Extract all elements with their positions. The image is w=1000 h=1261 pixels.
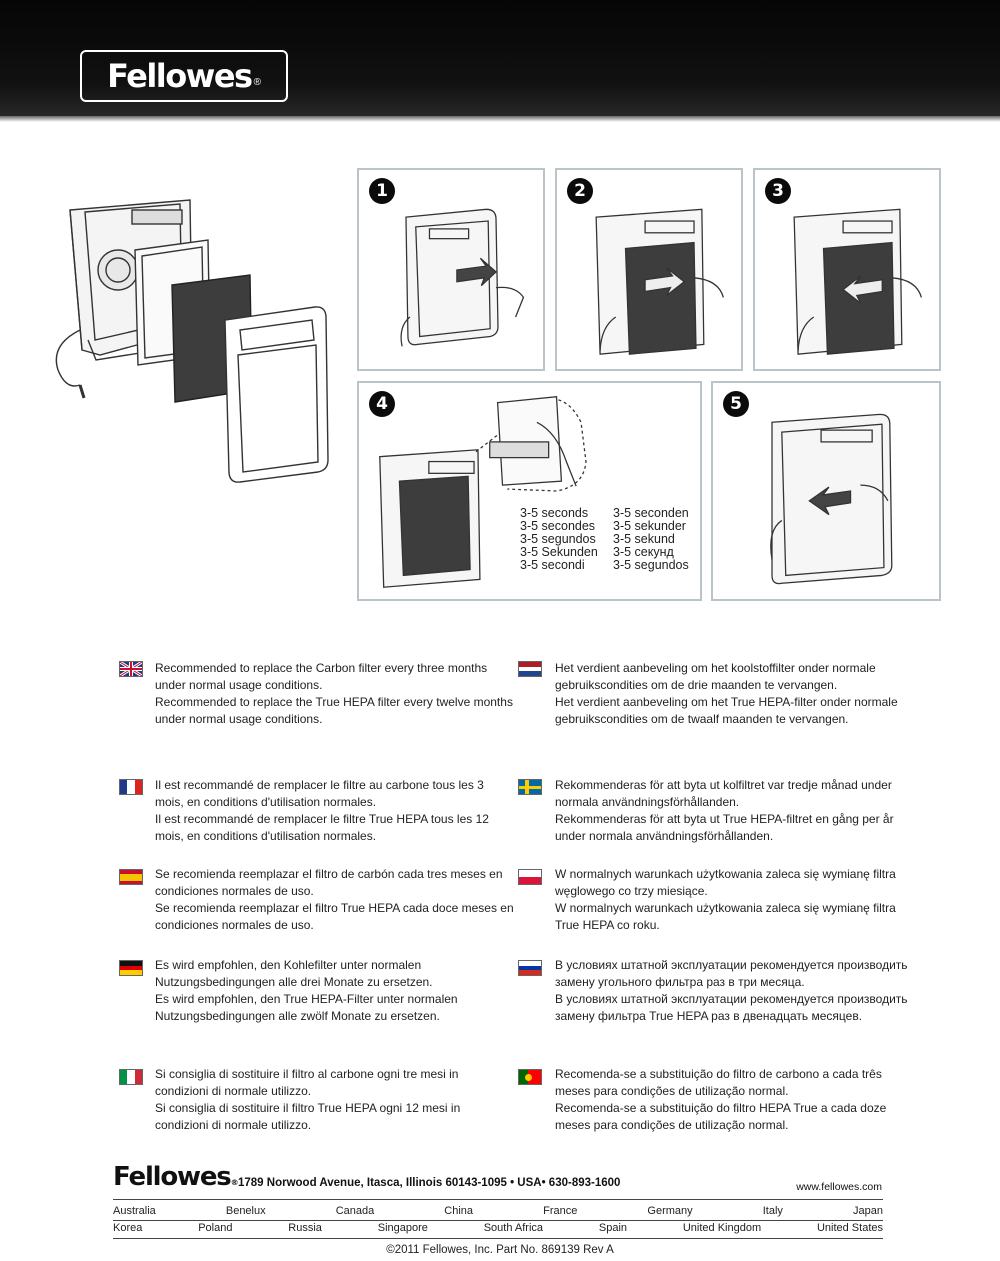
note-text: В условиях штатной эксплуатации рекоменд…	[555, 958, 908, 989]
note-text: Se recomienda reemplazar el filtro de ca…	[155, 867, 503, 898]
note-text: Recomenda-se a substituição do filtro de…	[555, 1067, 882, 1098]
note-text: W normalnych warunkach użytkowania zalec…	[555, 867, 896, 898]
note-italian: Si consiglia di sostituire il filtro al …	[155, 1066, 515, 1134]
step-3-illustration	[793, 208, 922, 355]
footer-logo-registered-mark: ®	[230, 1178, 239, 1187]
duration-item: 3-5 sekunder	[613, 519, 686, 533]
italy-flag-icon	[119, 1069, 143, 1085]
duration-item: 3-5 seconds	[520, 506, 589, 520]
footer-address: 1789 Norwood Avenue, Itasca, Illinois 60…	[238, 1177, 621, 1189]
logo-registered-mark: ®	[253, 76, 261, 88]
sweden-flag-icon	[518, 779, 542, 795]
country-name: Canada	[335, 1205, 375, 1217]
note-text: Recomenda-se a substituição do filtro HE…	[555, 1101, 887, 1132]
portugal-flag-icon	[518, 1069, 542, 1085]
spain-flag-icon	[119, 869, 143, 885]
russia-flag-icon	[518, 960, 542, 976]
note-english: Recommended to replace the Carbon filter…	[155, 660, 515, 728]
note-french: Il est recommandé de remplacer le filtre…	[155, 777, 515, 845]
duration-list-right: 3-5 seconden 3-5 sekunder 3-5 sekund 3-5…	[613, 507, 689, 572]
fellowes-logo: Fellowes®	[80, 50, 288, 102]
step-2-number: 2	[567, 178, 593, 204]
note-russian: В условиях штатной эксплуатации рекоменд…	[555, 957, 915, 1025]
note-text: Recommended to replace the True HEPA fil…	[155, 695, 513, 726]
step-5-number: 5	[723, 391, 749, 417]
note-text: Recommended to replace the Carbon filter…	[155, 661, 488, 692]
duration-item: 3-5 Sekunden	[520, 545, 598, 559]
country-name: Spain	[598, 1222, 628, 1234]
note-text: Il est recommandé de remplacer le filtre…	[155, 812, 489, 843]
note-text: Il est recommandé de remplacer le filtre…	[155, 778, 484, 809]
note-text: В условиях штатной эксплуатации рекоменд…	[555, 992, 908, 1023]
duration-item: 3-5 секунд	[613, 545, 674, 559]
duration-item: 3-5 segundos	[520, 532, 596, 546]
logo-text: Fellowes	[107, 57, 253, 95]
uk-flag-icon	[119, 661, 143, 677]
step-2-illustration	[595, 208, 724, 355]
footer-divider	[113, 1199, 883, 1200]
note-polish: W normalnych warunkach użytkowania zalec…	[555, 866, 915, 934]
country-name: Germany	[647, 1205, 693, 1217]
note-dutch: Het verdient aanbeveling om het koolstof…	[555, 660, 915, 728]
footer-website: www.fellowes.com	[796, 1181, 882, 1193]
note-text: Es wird empfohlen, den Kohlefilter unter…	[155, 958, 433, 989]
step-3-number: 3	[765, 178, 791, 204]
step-4-number: 4	[369, 391, 395, 417]
step-4-panel: 4 3-5 seconds 3-5 secondes 3-5 segundos …	[357, 381, 702, 601]
country-name: Italy	[762, 1205, 783, 1217]
footer-logo-text: Fellowes	[113, 1162, 232, 1192]
country-name: Korea	[113, 1222, 143, 1234]
copyright-notice: ©2011 Fellowes, Inc. Part No. 869139 Rev…	[386, 1244, 614, 1256]
note-text: Si consiglia di sostituire il filtro al …	[155, 1067, 459, 1098]
note-text: Het verdient aanbeveling om het koolstof…	[555, 661, 876, 692]
country-name: Russia	[288, 1222, 322, 1234]
step-5-illustration	[770, 413, 893, 585]
note-text: W normalnych warunkach użytkowania zalec…	[555, 901, 896, 932]
country-name: Singapore	[377, 1222, 428, 1234]
country-name: United States	[816, 1222, 883, 1234]
germany-flag-icon	[119, 960, 143, 976]
poland-flag-icon	[518, 869, 542, 885]
note-text: Rekommenderas för att byta ut True HEPA-…	[555, 812, 894, 843]
country-name: Japan	[852, 1205, 883, 1217]
step-1-number: 1	[369, 178, 395, 204]
note-swedish: Rekommenderas för att byta ut kolfiltret…	[555, 777, 915, 845]
note-german: Es wird empfohlen, den Kohlefilter unter…	[155, 957, 515, 1025]
country-name: South Africa	[483, 1222, 544, 1234]
country-list-row-1: Australia Benelux Canada China France Ge…	[113, 1205, 883, 1217]
country-name: China	[444, 1205, 474, 1217]
duration-list-left: 3-5 seconds 3-5 secondes 3-5 segundos 3-…	[520, 507, 598, 572]
duration-item: 3-5 seconden	[613, 506, 689, 520]
duration-item: 3-5 sekund	[613, 532, 675, 546]
note-text: Es wird empfohlen, den True HEPA-Filter …	[155, 992, 458, 1023]
duration-item: 3-5 secondes	[520, 519, 596, 533]
step-5-panel: 5	[711, 381, 941, 601]
country-name: Poland	[198, 1222, 233, 1234]
country-name: Australia	[113, 1205, 156, 1217]
country-list-row-2: Korea Poland Russia Singapore South Afri…	[113, 1222, 883, 1234]
step-3-panel: 3	[753, 168, 941, 371]
france-flag-icon	[119, 779, 143, 795]
netherlands-flag-icon	[518, 661, 542, 677]
country-name: France	[543, 1205, 578, 1217]
country-name: United Kingdom	[682, 1222, 762, 1234]
note-text: Het verdient aanbeveling om het True HEP…	[555, 695, 898, 726]
duration-item: 3-5 secondi	[520, 558, 585, 572]
note-portuguese: Recomenda-se a substituição do filtro de…	[555, 1066, 915, 1134]
footer-divider	[113, 1220, 883, 1221]
footer-logo: Fellowes®	[113, 1162, 239, 1192]
header-fade	[0, 116, 1000, 122]
country-name: Benelux	[225, 1205, 266, 1217]
note-text: Rekommenderas för att byta ut kolfiltret…	[555, 778, 892, 809]
footer-divider	[113, 1238, 883, 1239]
duration-item: 3-5 segundos	[613, 558, 689, 572]
note-text: Si consiglia di sostituire il filtro Tru…	[155, 1101, 461, 1132]
step-2-panel: 2	[555, 168, 743, 371]
step-1-panel: 1	[357, 168, 545, 371]
step-1-illustration	[400, 208, 525, 347]
note-text: Se recomienda reemplazar el filtro True …	[155, 901, 514, 932]
step-4-illustration	[379, 396, 587, 588]
exploded-view-illustration	[55, 199, 329, 483]
note-spanish: Se recomienda reemplazar el filtro de ca…	[155, 866, 515, 934]
